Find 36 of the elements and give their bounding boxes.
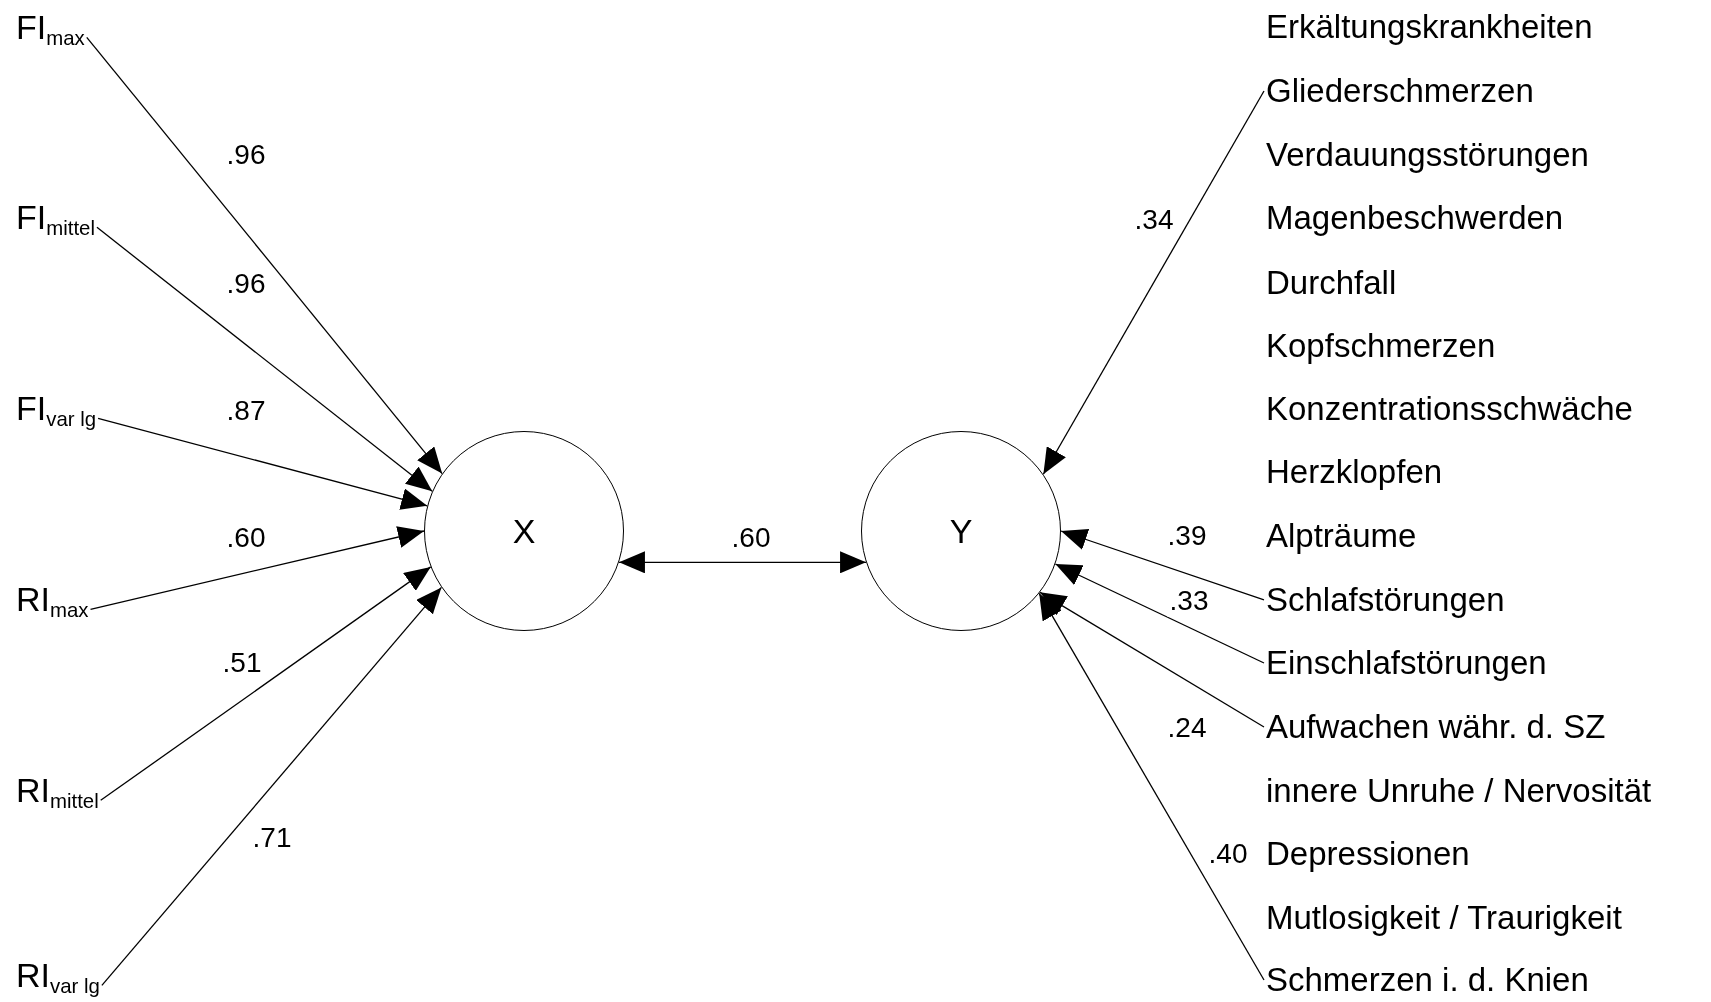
item-label: Kopfschmerzen (1266, 327, 1496, 365)
item-label: Erkältungskrankheiten (1266, 8, 1593, 46)
indicator-label: RI$_{max}$ (16, 580, 89, 620)
item-label: Durchfall (1266, 264, 1397, 302)
item-label: Alpträume (1266, 517, 1417, 555)
item-label: Verdauungsstörungen (1266, 136, 1589, 174)
indicator-label: Einschlafstörungen (1266, 644, 1547, 682)
path-arrow (96, 226, 433, 492)
variable-label: X (512, 511, 536, 551)
indicator-label: RI$_{mittel}$ (16, 771, 99, 811)
indicator-label: FI$_{mittel}$ (16, 198, 95, 238)
item-label: Depressionen (1266, 835, 1470, 873)
indicator-label: FI$_{max}$ (16, 8, 85, 48)
path-arrow (100, 566, 432, 801)
indicator-label: Aufwachen währ. d. SZ (1266, 708, 1606, 746)
item-label: Magenbeschwerden (1266, 199, 1564, 237)
path-arrow (618, 551, 867, 574)
path-arrow (1039, 591, 1265, 728)
item-label: innere Unruhe / Nervosität (1266, 772, 1652, 810)
path-arrow (1054, 563, 1265, 664)
indicator-label: Schmerzen i. d. Knien (1266, 961, 1589, 999)
path-arrow (1060, 528, 1265, 601)
variable-label: Y (949, 511, 973, 551)
path-arrow (86, 36, 443, 475)
path-arrow (1038, 592, 1265, 981)
path-arrow (89, 526, 425, 610)
path-arrow (1042, 90, 1265, 475)
item-label: Herzklopfen (1266, 453, 1443, 491)
indicator-label: RI$_{var lg}$ (16, 956, 100, 996)
indicator-label: Gliederschmerzen (1266, 72, 1534, 110)
path-arrow (101, 586, 443, 986)
item-label: Mutlosigkeit / Traurigkeit (1266, 899, 1622, 937)
path-arrow (97, 417, 428, 510)
item-label: Konzentrationsschwäche (1266, 390, 1633, 428)
indicator-label: Schlafstörungen (1266, 581, 1505, 619)
indicator-label: FI$_{var lg}$ (16, 389, 97, 429)
